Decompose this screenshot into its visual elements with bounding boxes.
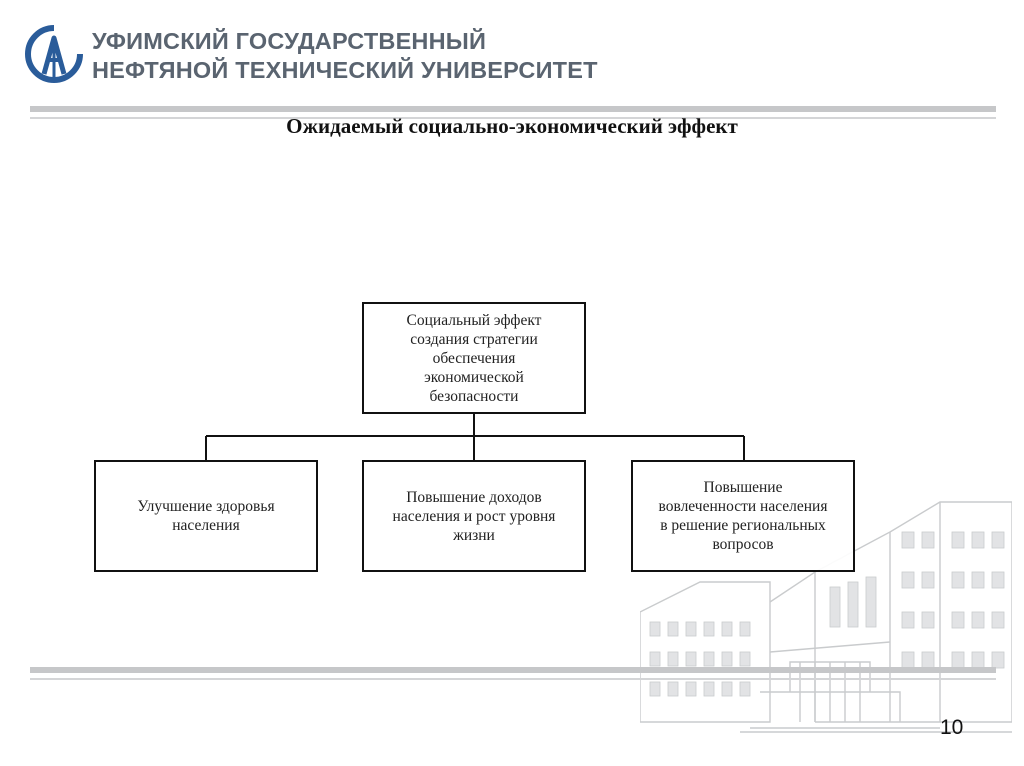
- root-box-line: безопасности: [429, 387, 519, 405]
- footer-divider-thin: [30, 678, 996, 680]
- child-box-line: вовлеченности населения: [658, 498, 828, 515]
- child-box-line: населения и рост уровня: [392, 507, 556, 525]
- university-name: УФИМСКИЙ ГОСУДАРСТВЕННЫЙ НЕФТЯНОЙ ТЕХНИЧ…: [92, 27, 598, 85]
- root-box-line: обеспечения: [432, 349, 516, 367]
- footer-divider: [30, 667, 996, 673]
- university-name-line2: НЕФТЯНОЙ ТЕХНИЧЕСКИЙ УНИВЕРСИТЕТ: [92, 57, 598, 83]
- root-box-line: создания стратегии: [410, 330, 538, 348]
- child-box-line: жизни: [453, 526, 495, 544]
- ugntu-emblem-icon: [25, 25, 83, 83]
- child-box-health: Улучшение здоровья населения: [94, 460, 318, 572]
- child-box-line: Повышение доходов: [406, 488, 542, 506]
- header-divider: [30, 106, 996, 112]
- child-box-line: в решение региональных: [660, 517, 826, 534]
- slide-title: Ожидаемый социально-экономический эффект: [286, 114, 738, 138]
- child-box-line: Улучшение здоровья: [137, 498, 275, 515]
- root-box-social-effect: Социальный эффект создания стратегии обе…: [362, 302, 586, 414]
- header-divider-thin: [30, 117, 996, 119]
- root-box-line: Социальный эффект: [406, 311, 542, 329]
- university-building-sketch-icon: [640, 501, 1012, 733]
- university-name-line1: УФИМСКИЙ ГОСУДАРСТВЕННЫЙ: [92, 28, 487, 54]
- child-box-income: Повышение доходов населения и рост уровн…: [362, 460, 586, 572]
- child-box-line: вопросов: [712, 536, 774, 553]
- root-box-line: экономической: [424, 368, 524, 386]
- child-box-line: населения: [172, 517, 240, 534]
- child-box-engagement: Повышение вовлеченности населения в реше…: [631, 460, 855, 572]
- page-number: 10: [940, 716, 964, 739]
- child-box-line: Повышение: [703, 479, 783, 496]
